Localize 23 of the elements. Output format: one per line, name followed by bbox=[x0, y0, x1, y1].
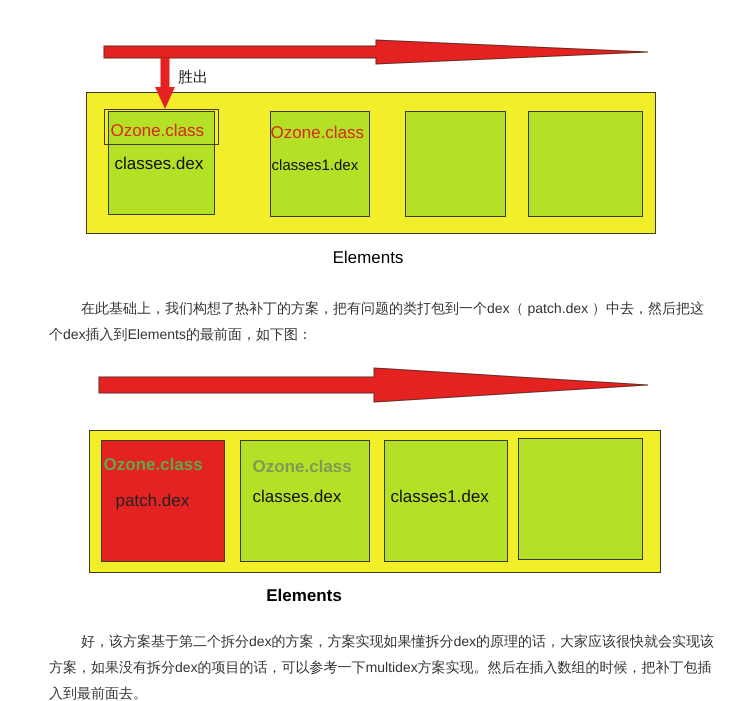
dex-box bbox=[270, 110, 370, 216]
file-label: classes.dex bbox=[252, 486, 342, 506]
class-label: Ozone.class bbox=[110, 120, 204, 140]
dex-box bbox=[100, 440, 224, 562]
dex-box bbox=[240, 440, 370, 562]
class-label: Ozone.class bbox=[270, 122, 364, 142]
class-label: Ozone.class bbox=[104, 454, 203, 474]
paragraph: 在此基础上，我们构想了热补丁的方案，把有问题的类打包到一个dex（ patch.dex ）中去，然后把这个dex插入到Elements的最前面，如下图： bbox=[49, 299, 706, 344]
dex-box bbox=[518, 438, 642, 560]
dex-box bbox=[108, 110, 214, 214]
paragraph: 好，该方案基于第二个拆分dex的方案，方案实现如果懂拆分dex的原理的话，大家应该很快就会实现该方案，如果没有拆分dex的项目的话，可以参考一下multidex方案实现。然后在插入数组的时候，把补丁包插入到最前面去。 bbox=[49, 632, 716, 701]
container-label: Elements bbox=[332, 248, 404, 268]
dex-box bbox=[528, 110, 642, 216]
file-label: classes.dex bbox=[114, 154, 204, 174]
file-label: classes1.dex bbox=[390, 486, 489, 506]
arrow bbox=[155, 58, 175, 109]
file-label: classes1.dex bbox=[272, 156, 358, 176]
container-label: Elements bbox=[265, 586, 343, 606]
file-label: patch.dex bbox=[116, 490, 190, 510]
dex-box bbox=[384, 440, 508, 562]
class-label: Ozone.class bbox=[252, 456, 352, 476]
highlight-frame bbox=[104, 108, 218, 144]
dex-box bbox=[404, 110, 506, 216]
